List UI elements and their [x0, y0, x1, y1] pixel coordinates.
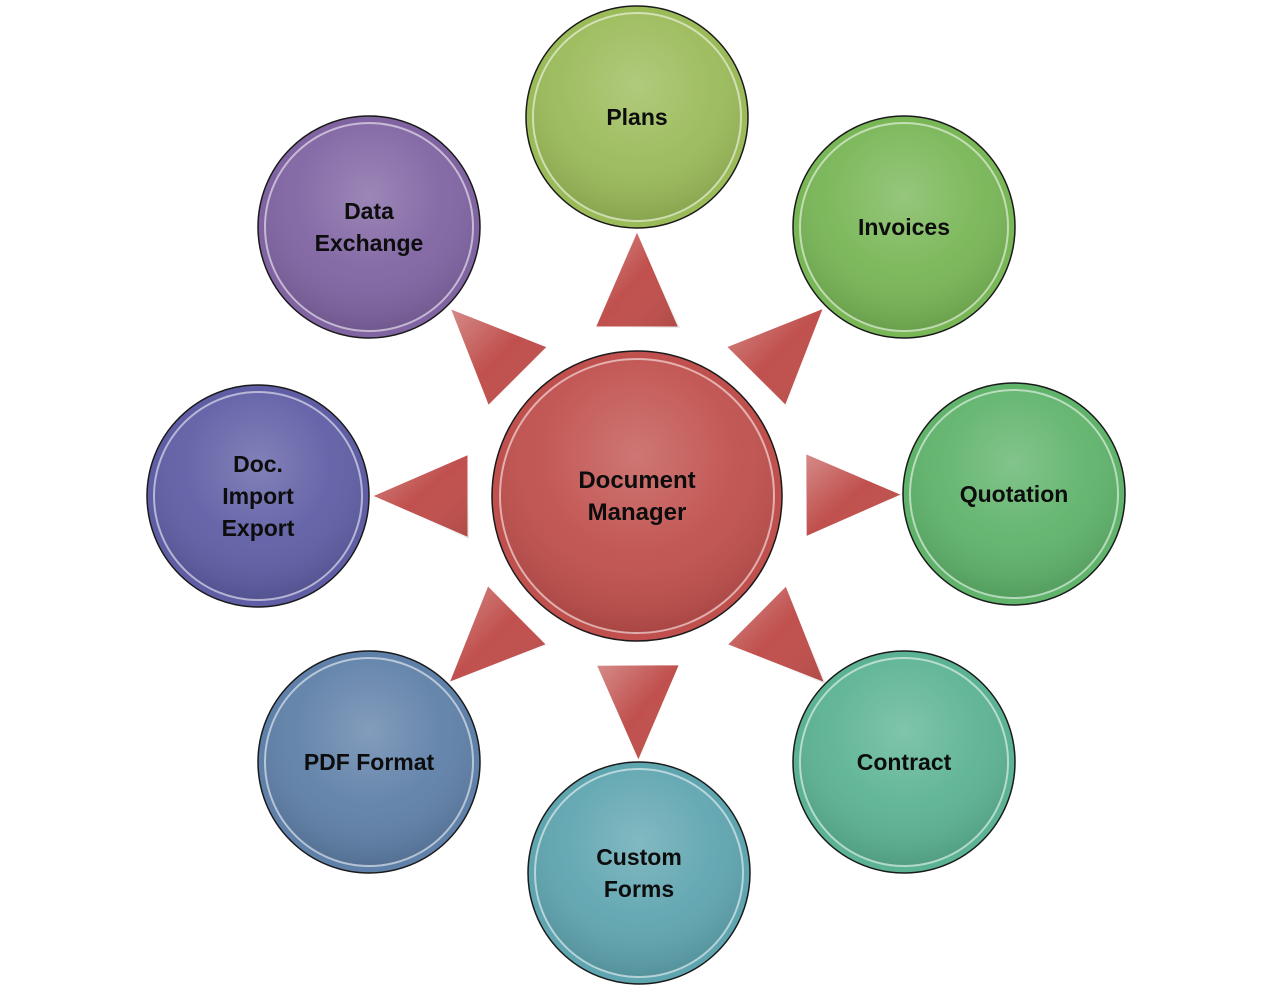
connector-gloss-custom-forms — [594, 663, 681, 763]
connector-gloss-contract — [725, 584, 827, 685]
node-label-contract: Contract — [857, 749, 952, 775]
node-label-quotation-line: Quotation — [960, 481, 1069, 507]
node-rim-quotation — [909, 389, 1119, 599]
connector-gloss-pdf-format — [447, 583, 549, 685]
node-label-custom-forms-line: Custom — [596, 844, 682, 870]
node-label-invoices-line: Invoices — [858, 214, 950, 240]
node-quotation: Quotation — [902, 382, 1126, 606]
node-rim-data-exchange — [264, 122, 474, 332]
node-label-data-exchange-line: Exchange — [315, 230, 424, 256]
node-rim-invoices — [799, 122, 1009, 332]
connector-gloss-doc-import-export — [370, 453, 469, 539]
node-label-custom-forms-line: Forms — [604, 876, 674, 902]
node-rim-custom-forms — [534, 768, 744, 978]
node-label-data-exchange-line: Data — [344, 198, 394, 224]
node-plans: Plans — [525, 5, 749, 229]
node-label-quotation: Quotation — [960, 481, 1069, 507]
node-label-contract-line: Contract — [857, 749, 952, 775]
node-label-pdf-format-line: PDF Format — [304, 749, 435, 775]
node-label-plans-line: Plans — [606, 104, 667, 130]
node-invoices: Invoices — [792, 115, 1016, 339]
node-label-doc-import-export-line: Export — [222, 515, 295, 541]
node-label-doc-import-export-line: Doc. — [233, 451, 283, 477]
center-label-line: Manager — [588, 499, 687, 526]
connector-gloss-plans — [594, 229, 680, 328]
node-pdf-format: PDF Format — [257, 650, 481, 874]
node-label-pdf-format: PDF Format — [304, 749, 435, 775]
center-label-line: Document — [578, 467, 695, 494]
connector-gloss-data-exchange — [448, 306, 549, 408]
center-rim — [499, 358, 775, 634]
connectors-layer — [368, 227, 906, 765]
node-rim-contract — [799, 657, 1009, 867]
node-contract: Contract — [792, 650, 1016, 874]
node-label-invoices: Invoices — [858, 214, 950, 240]
connector-gloss-quotation — [804, 452, 904, 539]
connector-gloss-invoices — [724, 306, 826, 408]
node-label-doc-import-export-line: Import — [222, 483, 294, 509]
node-label-plans: Plans — [606, 104, 667, 130]
node-rim-doc-import-export — [153, 391, 363, 601]
node-rim-pdf-format — [264, 657, 474, 867]
node-rim-plans — [532, 12, 742, 222]
